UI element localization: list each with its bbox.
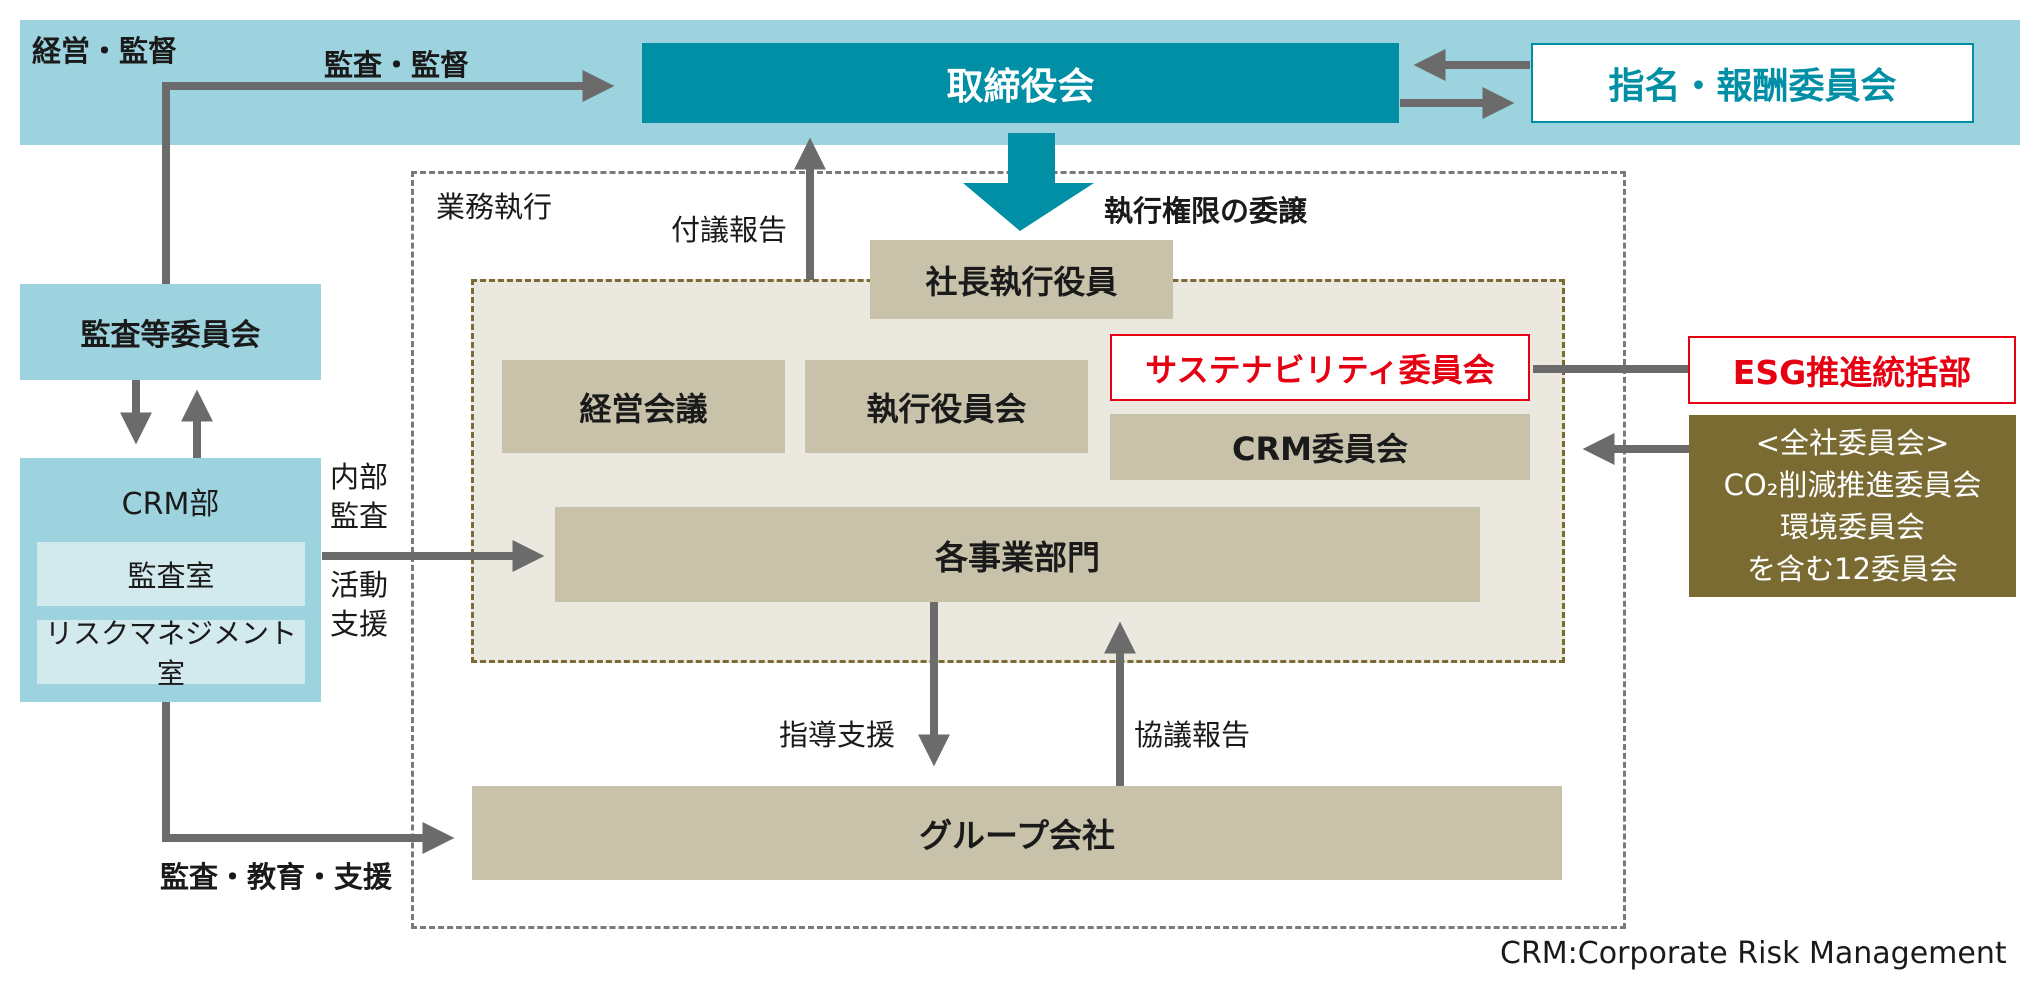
audit-supervision-label: 監査・監督 — [324, 48, 470, 82]
committees-line-3: 環境委員会 — [1779, 510, 1925, 544]
audit-supervision-arrow — [162, 70, 615, 284]
executive-officers-committee: 執行役員会 — [805, 360, 1088, 453]
footnote: CRM:Corporate Risk Management — [1500, 936, 2007, 971]
delegation-arrow — [963, 133, 1094, 231]
band-label: 経営・監督 — [32, 34, 178, 68]
business-divisions: 各事業部門 — [555, 507, 1480, 602]
committees-line-1: <全社委員会> — [1755, 426, 1950, 460]
crm-committee: CRM委員会 — [1110, 414, 1530, 480]
audit-supervisory-committee: 監査等委員会 — [20, 284, 321, 380]
activity-support-label: 活動 支援 — [330, 568, 389, 641]
audit-education-arrow — [162, 702, 455, 854]
internal-audit-label: 内部 監査 — [330, 460, 389, 533]
delegation-label: 執行権限の委譲 — [1104, 194, 1308, 228]
consultation-report-label: 協議報告 — [1134, 718, 1251, 752]
management-meeting: 経営会議 — [502, 360, 785, 453]
committees-line-4: を含む12委員会 — [1747, 552, 1958, 586]
group-companies: グループ会社 — [472, 786, 1562, 880]
risk-management-office: リスクマネジメント室 — [37, 617, 305, 690]
company-wide-committees: <全社委員会> CO₂削減推進委員会 環境委員会 を含む12委員会 — [1689, 415, 2016, 597]
guidance-support-label: 指導支援 — [779, 718, 896, 752]
esg-promotion-division: ESG推進統括部 — [1688, 336, 2016, 404]
audit-education-support-label: 監査・教育・支援 — [160, 860, 393, 894]
nomination-compensation-committee: 指名・報酬委員会 — [1531, 43, 1974, 123]
audit-office: 監査室 — [37, 542, 305, 606]
sustainability-committee: サステナビリティ委員会 — [1110, 334, 1530, 401]
crm-department: CRM部 監査室 リスクマネジメント室 — [20, 458, 321, 702]
resolution-report-label: 付議報告 — [671, 213, 788, 247]
crm-department-title: CRM部 — [121, 487, 220, 522]
committees-line-2: CO₂削減推進委員会 — [1723, 468, 1982, 502]
board-of-directors: 取締役会 — [642, 43, 1399, 123]
president-executive-officer: 社長執行役員 — [870, 240, 1173, 319]
business-execution-label: 業務執行 — [436, 190, 553, 224]
